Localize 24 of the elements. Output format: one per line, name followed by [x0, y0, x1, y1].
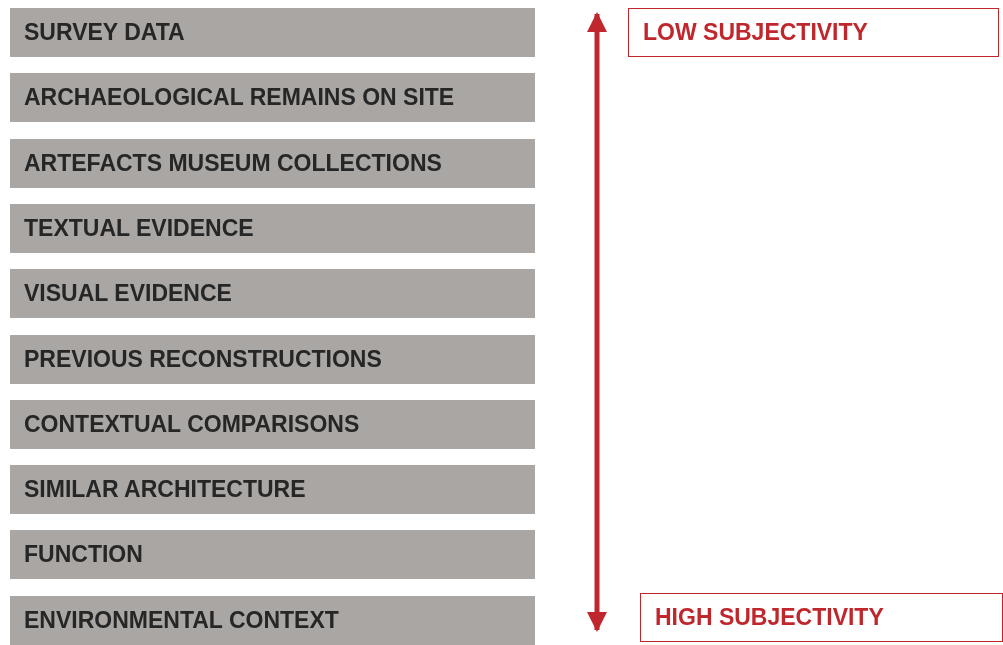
node-label: HIGH SUBJECTIVITY — [655, 604, 884, 631]
node-label: SURVEY DATA — [24, 19, 185, 46]
source-bar — [10, 334, 535, 384]
source-bar — [10, 530, 535, 580]
node-label: CONTEXTUAL COMPARISONS — [24, 410, 360, 438]
node-label: ARTEFACTS MUSEUM COLLECTIONS — [24, 149, 442, 177]
source-bar — [10, 399, 535, 449]
source-bar — [10, 465, 535, 515]
node-label: FUNCTION — [24, 541, 143, 569]
node-label: SIMILAR ARCHITECTURE — [24, 476, 306, 504]
node-label: PREVIOUS RECONSTRUCTIONS — [24, 345, 382, 373]
node-label: LOW SUBJECTIVITY — [643, 19, 868, 46]
source-bar — [10, 73, 535, 123]
source-bar — [10, 8, 535, 57]
scale-label-box — [640, 593, 1003, 642]
node-label: VISUAL EVIDENCE — [24, 280, 232, 308]
source-bar — [10, 269, 535, 319]
scale-label-box — [628, 8, 999, 57]
node-label: ARCHAEOLOGICAL REMAINS ON SITE — [24, 84, 455, 112]
node-label: ENVIRONMENTAL CONTEXT — [24, 606, 339, 634]
node-label: TEXTUAL EVIDENCE — [24, 214, 254, 242]
source-bar — [10, 138, 535, 188]
source-bar — [10, 595, 535, 645]
source-bar — [10, 203, 535, 253]
